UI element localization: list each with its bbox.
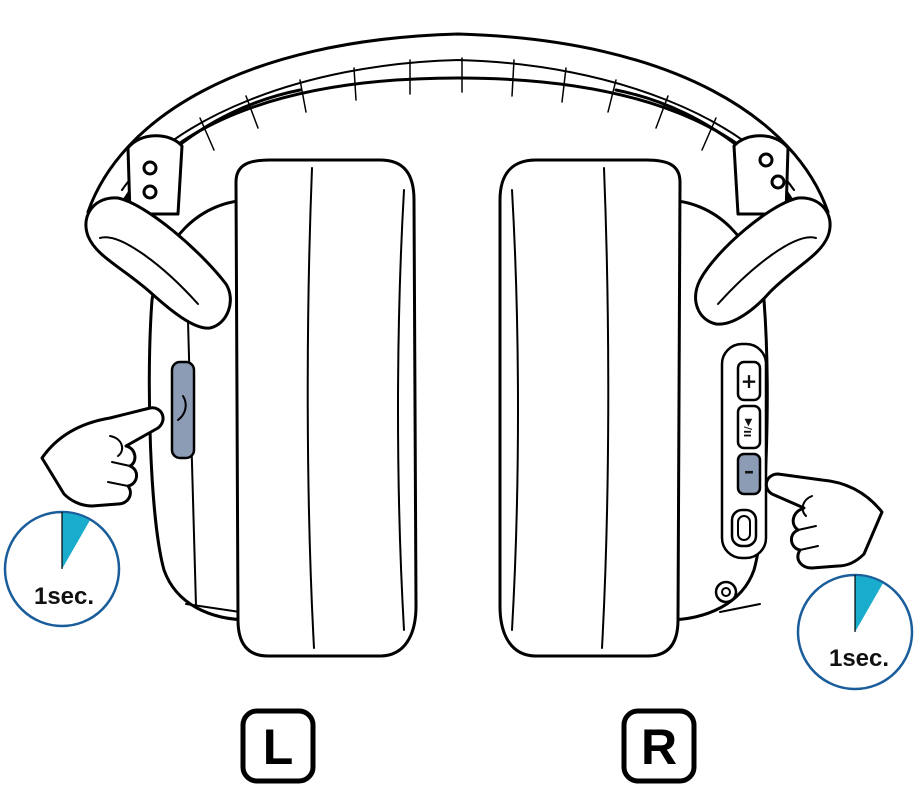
left-side-button[interactable] (170, 360, 196, 460)
right-ear-cup (498, 158, 832, 658)
right-side-letter: R (641, 719, 677, 775)
right-control-buttons: + II/◀ – (730, 360, 762, 548)
right-timer: 1sec. (796, 573, 914, 691)
volume-up-glyph: + (741, 369, 758, 393)
left-hand-pointer (40, 406, 165, 508)
play-pause-glyph: II/◀ (743, 418, 754, 437)
left-timer: 1sec. (3, 510, 121, 628)
right-timer-wedge (855, 575, 883, 632)
left-timer-label: 1sec. (34, 583, 94, 610)
headband (86, 32, 830, 230)
volume-up-button[interactable] (736, 360, 762, 402)
volume-down-button[interactable] (736, 452, 762, 496)
right-side-label: R (621, 708, 697, 784)
left-ear-cup (84, 158, 418, 658)
play-pause-button[interactable] (736, 404, 762, 450)
left-side-letter: L (263, 719, 294, 775)
volume-down-glyph: – (744, 459, 754, 483)
left-side-label: L (240, 708, 316, 784)
right-hand-pointer (764, 472, 884, 570)
right-timer-label: 1sec. (829, 645, 889, 672)
left-timer-wedge (62, 512, 90, 569)
